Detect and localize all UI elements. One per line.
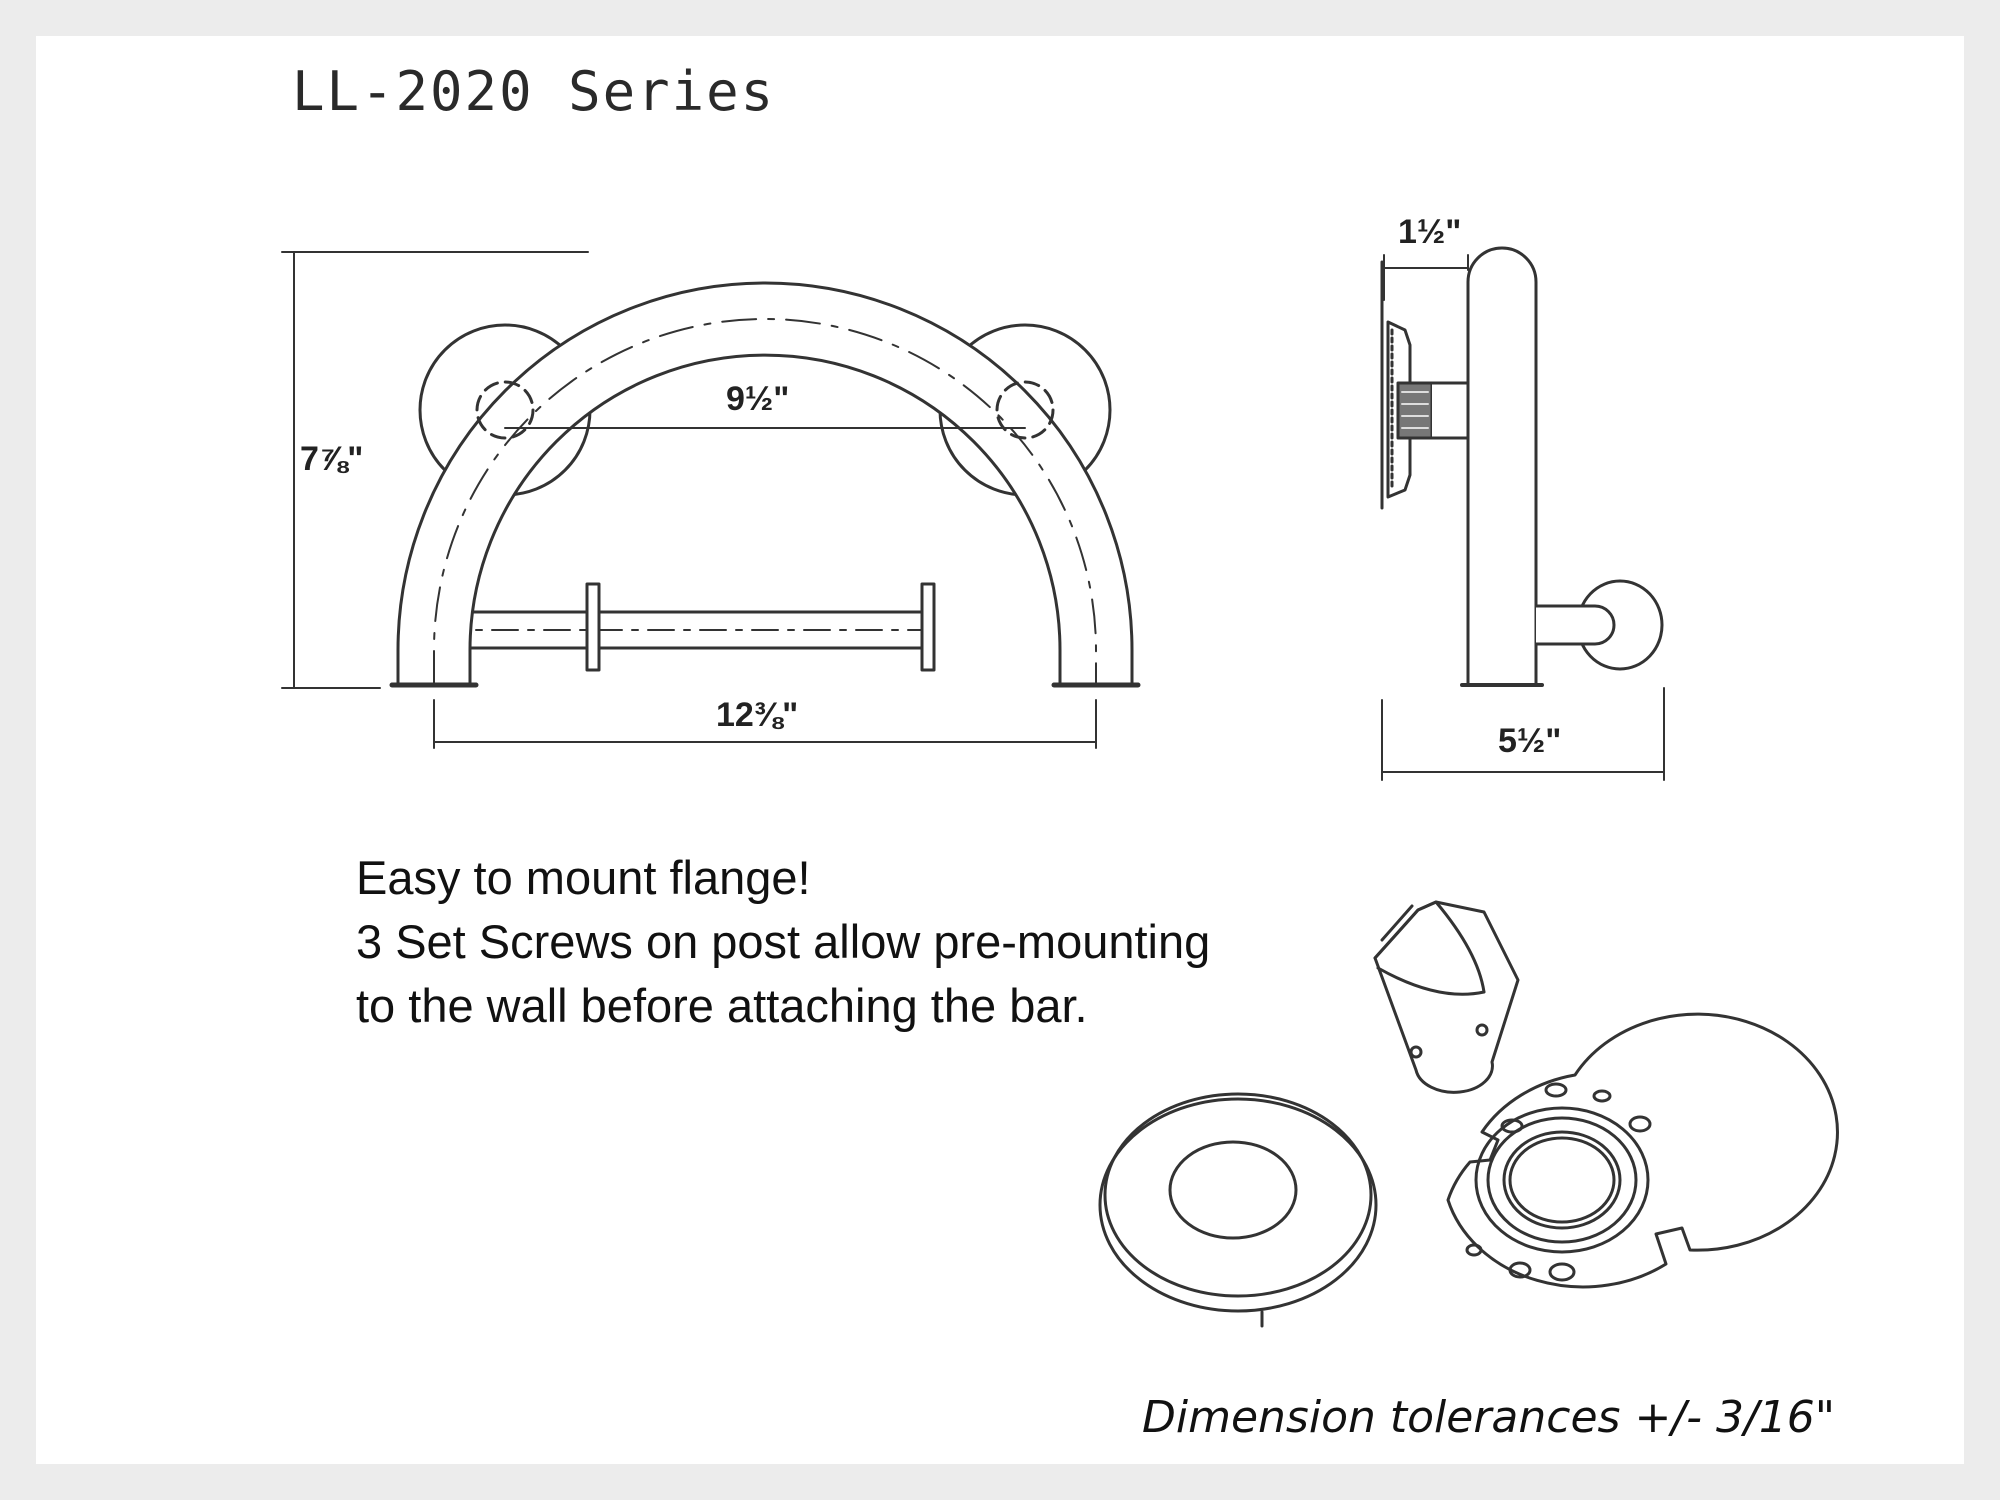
- tolerance-note: Dimension tolerances +/- 3/16": [1142, 1392, 1836, 1443]
- overall-width-dimension: [433, 699, 1097, 749]
- overall-width-label: 12⅜": [716, 696, 798, 734]
- front-view: [281, 251, 1141, 749]
- note-line-2: 3 Set Screws on post allow pre-mounting: [356, 915, 1211, 968]
- exploded-flange-parts: [1098, 900, 1839, 1328]
- projection-dimension: [1381, 687, 1665, 781]
- projection-label: 5½": [1498, 722, 1561, 760]
- side-view: [1380, 246, 1665, 781]
- note-line-3: to the wall before attaching the bar.: [356, 979, 1088, 1032]
- height-label: 7⅞": [300, 440, 363, 478]
- paper-holder-bar: [420, 582, 936, 672]
- grab-bar-arch: [396, 281, 1134, 687]
- flange-depth-dimension: [1383, 254, 1469, 301]
- height-dimension: [281, 251, 589, 689]
- left-mount-point: [475, 380, 535, 440]
- right-mount-point: [995, 380, 1055, 440]
- post-spacing-label: 9½": [726, 380, 789, 418]
- post-cap: [1373, 900, 1520, 1094]
- cover-plate: [1098, 1092, 1378, 1328]
- mounting-flange-base: [1446, 1012, 1839, 1289]
- drawing-title: LL-2020 Series: [292, 60, 776, 123]
- side-bar: [1466, 246, 1538, 687]
- dimension-labels: 7⅞" 9½" 12⅜" 1½" 5½": [300, 213, 1561, 760]
- mounting-note: Easy to mount flange! 3 Set Screws on po…: [356, 846, 1210, 1038]
- flange-depth-label: 1½": [1398, 213, 1461, 251]
- note-line-1: Easy to mount flange!: [356, 851, 811, 904]
